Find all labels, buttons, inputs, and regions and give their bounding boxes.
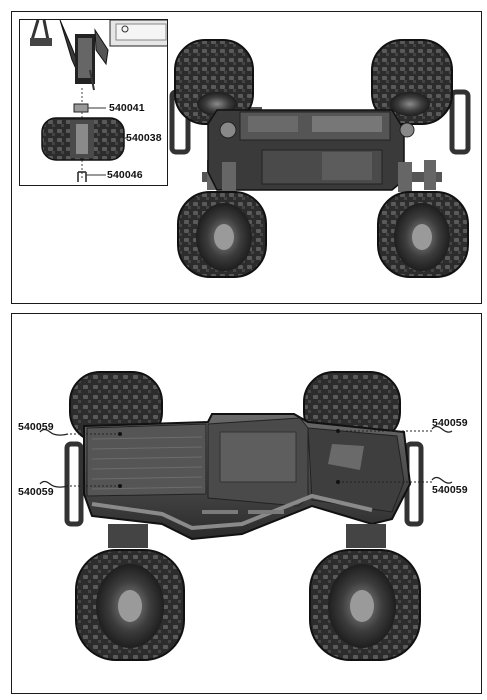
callout-540059-top-right: 540059 (432, 417, 468, 429)
tire-rear-left (177, 191, 267, 278)
callout-540059-top-left: 540059 (18, 421, 54, 433)
tire-rear-right (377, 191, 469, 278)
wheel-detail-inset: 540041 540038 540046 (19, 19, 168, 186)
callout-540046: 540046 (107, 169, 143, 181)
callout-540038: 540038 (126, 132, 162, 144)
chassis-plate (207, 109, 415, 192)
top-diagram-panel: 540041 540038 540046 (11, 11, 482, 304)
wheel-exploded-view (30, 20, 167, 182)
body-clip-icons (39, 425, 453, 488)
tire-bottom-right (309, 549, 421, 661)
callout-540059-bottom-right: 540059 (432, 484, 468, 496)
chassis-top-view (169, 39, 471, 278)
truck-body (83, 413, 412, 541)
clip-leader-lines (70, 430, 432, 487)
callout-540059-bottom-left: 540059 (18, 486, 54, 498)
tire-bottom-left (75, 549, 185, 661)
callout-540041: 540041 (109, 102, 145, 114)
bottom-diagram-panel: 540059 540059 540059 540059 (11, 313, 482, 694)
truck-body-top-view (39, 371, 453, 661)
tire-front-right (371, 39, 453, 125)
